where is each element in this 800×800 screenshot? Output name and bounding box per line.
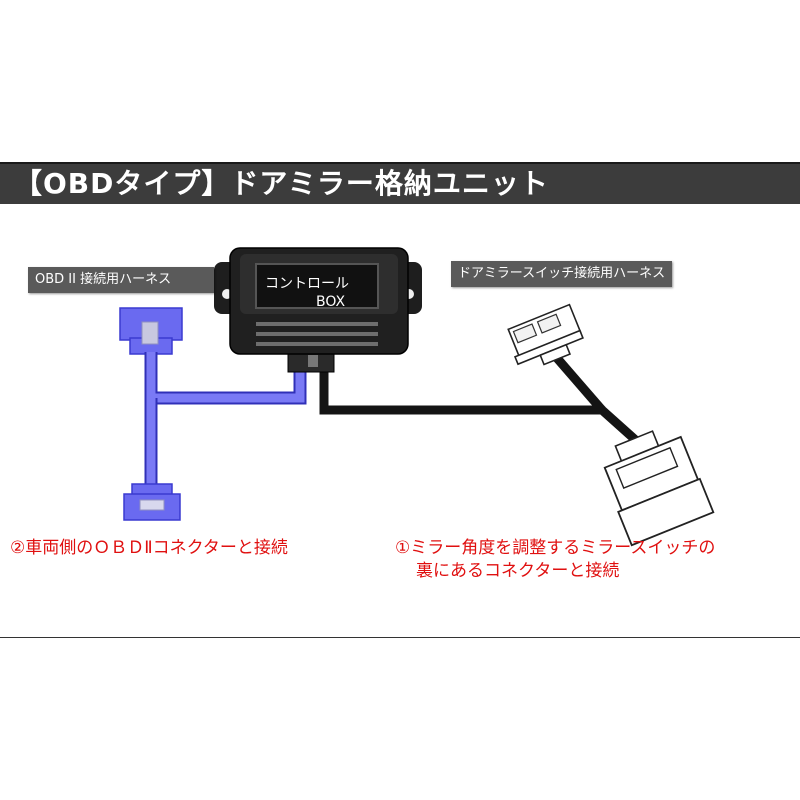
- obd-harness: [119, 307, 307, 521]
- title-bar: 【OBDタイプ】ドアミラー格納ユニット: [0, 162, 800, 204]
- switch-connection-caption: ①ミラー角度を調整するミラースイッチの 裏にあるコネクターと接続: [395, 537, 715, 583]
- diagram-frame: 【OBDタイプ】ドアミラー格納ユニット: [0, 162, 800, 638]
- switch-connection-caption-line1: ①ミラー角度を調整するミラースイッチの: [395, 538, 716, 558]
- control-box-label-line2: BOX: [316, 294, 345, 310]
- switch-connector-upper: [507, 303, 584, 366]
- switch-harness: [319, 303, 715, 547]
- control-box: コントロール BOX: [214, 247, 422, 373]
- page-title: 【OBDタイプ】ドアミラー格納ユニット: [14, 167, 549, 200]
- obd-connector-bottom: [123, 483, 181, 521]
- obd-harness-label: OBD II 接続用ハーネス: [28, 267, 214, 293]
- switch-connector-lower: [603, 430, 715, 547]
- control-box-label-line1: コントロール: [265, 276, 349, 292]
- switch-connection-caption-line2: 裏にあるコネクターと接続: [416, 561, 620, 581]
- obd-connector-top: [119, 307, 183, 355]
- wiring-diagram: コントロール BOX: [119, 247, 715, 547]
- obd-connection-caption-text: ②車両側のＯＢＤⅡコネクターと接続: [10, 538, 288, 558]
- switch-harness-label: ドアミラースイッチ接続用ハーネス: [451, 261, 673, 287]
- obd-connection-caption: ②車両側のＯＢＤⅡコネクターと接続: [10, 537, 288, 560]
